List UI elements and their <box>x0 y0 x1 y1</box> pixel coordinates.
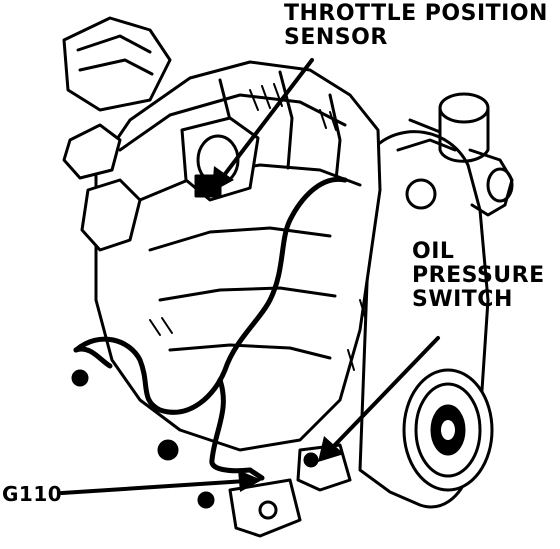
oil-pressure-switch-label: OIL PRESSURE SWITCH <box>412 239 545 312</box>
arrow-throttle-position-sensor <box>212 58 314 192</box>
wiring-harness <box>73 176 348 481</box>
crank-pulley <box>402 368 494 492</box>
throttle-position-sensor-label: THROTTLE POSITION SENSOR <box>284 1 548 50</box>
throttle-body <box>180 116 260 202</box>
lower-brackets <box>71 369 352 538</box>
pump-assembly <box>408 92 514 217</box>
leader-arrows <box>60 58 440 495</box>
intake-manifold <box>62 16 172 252</box>
engine-block <box>94 60 382 452</box>
shading <box>149 83 367 371</box>
g110-label: G110 <box>2 482 63 506</box>
arrow-oil-pressure-switch <box>318 336 440 462</box>
arrow-g110 <box>60 470 262 495</box>
